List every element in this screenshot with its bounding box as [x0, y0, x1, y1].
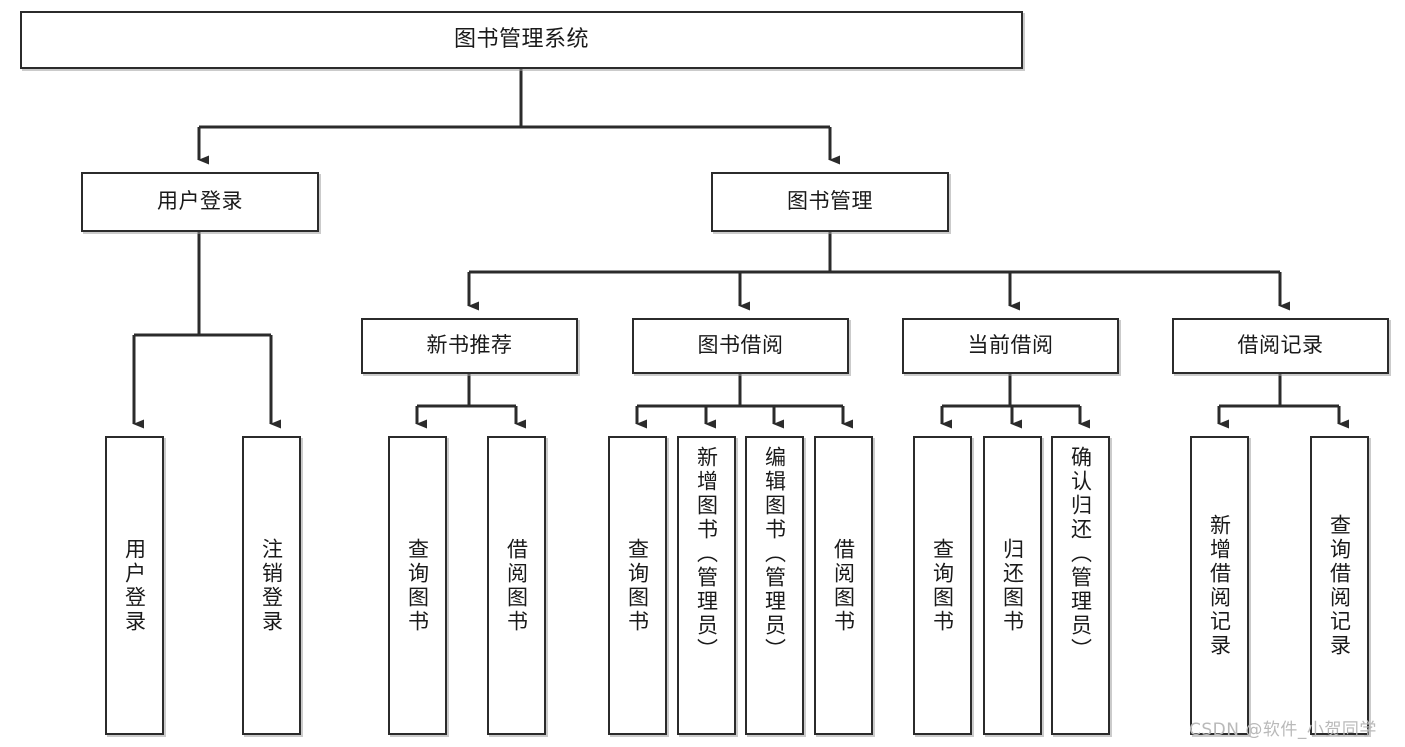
- node-label: 查询借阅记录: [1327, 513, 1352, 658]
- node-leaf-borrow-edit-book[interactable]: 编辑图书（管理员）: [745, 436, 804, 735]
- node-label: 新增图书（管理员）: [694, 446, 719, 662]
- node-label: 用户登录: [157, 189, 243, 214]
- node-label: 用户登录: [122, 537, 147, 634]
- node-label: 归还图书: [1000, 537, 1025, 634]
- node-current-borrow[interactable]: 当前借阅: [902, 318, 1119, 374]
- node-leaf-cur-query-book[interactable]: 查询图书: [913, 436, 972, 735]
- node-leaf-borrow-add-book[interactable]: 新增图书（管理员）: [677, 436, 736, 735]
- node-leaf-borrow-query-book[interactable]: 查询图书: [608, 436, 667, 735]
- node-leaf-cur-return-book[interactable]: 归还图书: [983, 436, 1042, 735]
- node-borrow-record[interactable]: 借阅记录: [1172, 318, 1389, 374]
- node-book-manage[interactable]: 图书管理: [711, 172, 949, 232]
- node-leaf-cur-confirm-return[interactable]: 确认归还（管理员）: [1051, 436, 1110, 735]
- node-label: 查询图书: [405, 537, 430, 634]
- node-leaf-user-login[interactable]: 用户登录: [105, 436, 164, 735]
- node-leaf-user-logout[interactable]: 注销登录: [242, 436, 301, 735]
- node-label: 图书管理: [787, 189, 873, 214]
- node-label: 查询图书: [625, 537, 650, 634]
- node-label: 新增借阅记录: [1207, 513, 1232, 658]
- node-leaf-rec-add-record[interactable]: 新增借阅记录: [1190, 436, 1249, 735]
- node-label: 查询图书: [930, 537, 955, 634]
- node-label: 注销登录: [259, 537, 284, 634]
- node-label: 确认归还（管理员）: [1068, 446, 1093, 662]
- node-user-login[interactable]: 用户登录: [81, 172, 319, 232]
- node-leaf-borrow-borrow-book[interactable]: 借阅图书: [814, 436, 873, 735]
- node-root-system[interactable]: 图书管理系统: [20, 11, 1023, 69]
- node-book-borrow[interactable]: 图书借阅: [632, 318, 849, 374]
- node-label: 图书借阅: [697, 333, 784, 358]
- node-label: 新书推荐: [426, 333, 513, 358]
- node-label: 借阅图书: [831, 537, 856, 634]
- node-label: 借阅图书: [504, 537, 529, 634]
- node-label: 当前借阅: [967, 333, 1054, 358]
- node-leaf-rec-query-record[interactable]: 查询借阅记录: [1310, 436, 1369, 735]
- node-leaf-rec-query-book[interactable]: 查询图书: [388, 436, 447, 735]
- node-label: 图书管理系统: [453, 26, 589, 52]
- node-leaf-rec-borrow-book[interactable]: 借阅图书: [487, 436, 546, 735]
- node-new-book-rec[interactable]: 新书推荐: [361, 318, 578, 374]
- node-label: 编辑图书（管理员）: [762, 446, 787, 662]
- node-label: 借阅记录: [1237, 333, 1324, 358]
